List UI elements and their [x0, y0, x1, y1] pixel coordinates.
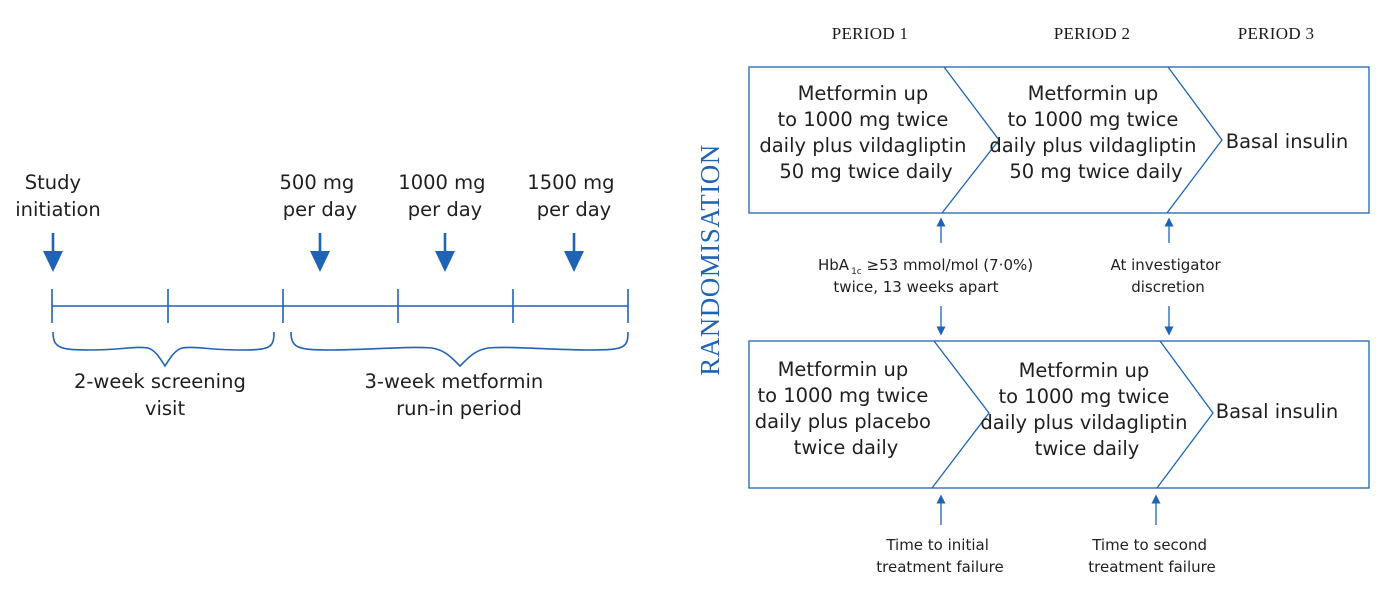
- arrow-down-icon: [435, 233, 455, 272]
- chevron-divider: [1166, 66, 1223, 214]
- runin-label: 3-week metformin run-in period: [365, 370, 550, 420]
- period-1-header: PERIOD 1: [832, 24, 909, 43]
- runin-brace: [290, 331, 629, 368]
- top-period1-text: Metformin up to 1000 mg twice daily plus…: [759, 82, 972, 183]
- chevron-divider: [931, 340, 990, 489]
- study-initiation-label: Study initiation: [15, 171, 101, 221]
- investigator-discretion: At investigator discretion: [1110, 256, 1225, 296]
- randomised-design: RANDOMISATION PERIOD 1 PERIOD 2 PERIOD 3…: [695, 24, 1370, 576]
- bottom-period3-text: Basal insulin: [1216, 400, 1339, 423]
- bottom-period1-text: Metformin up to 1000 mg twice daily plus…: [755, 358, 937, 459]
- dose-label-500: 500 mg per day: [280, 171, 361, 221]
- run-in-timeline: Study initiation 500 mg per day 1000 mg …: [15, 171, 629, 420]
- dose-label-1500: 1500 mg per day: [527, 171, 620, 221]
- bottom-period2-text: Metformin up to 1000 mg twice daily plus…: [980, 359, 1193, 460]
- screening-brace: [52, 331, 275, 368]
- top-period3-text: Basal insulin: [1226, 130, 1349, 153]
- arrow-down-icon: [43, 233, 63, 272]
- screening-label: 2-week screening visit: [74, 370, 252, 420]
- arm-vildagliptin: Metformin up to 1000 mg twice daily plus…: [748, 66, 1370, 214]
- chevron-divider: [941, 66, 1000, 214]
- period-3-header: PERIOD 3: [1238, 24, 1315, 43]
- dose-label-1000: 1000 mg per day: [398, 171, 491, 221]
- period-2-header: PERIOD 2: [1054, 24, 1131, 43]
- randomisation-label: RANDOMISATION: [695, 144, 725, 376]
- arrow-down-icon: [310, 233, 330, 272]
- timeline-ticks: [51, 289, 629, 323]
- hba1c-criterion-line2: twice, 13 weeks apart: [833, 278, 998, 296]
- outcome-second-failure: Time to second treatment failure: [1088, 536, 1215, 576]
- chevron-divider: [1156, 340, 1214, 489]
- arm-placebo: Metformin up to 1000 mg twice daily plus…: [748, 340, 1370, 489]
- top-period2-text: Metformin up to 1000 mg twice daily plus…: [989, 82, 1202, 183]
- arrow-down-icon: [564, 233, 584, 272]
- outcome-initial-failure: Time to initial treatment failure: [876, 536, 1003, 576]
